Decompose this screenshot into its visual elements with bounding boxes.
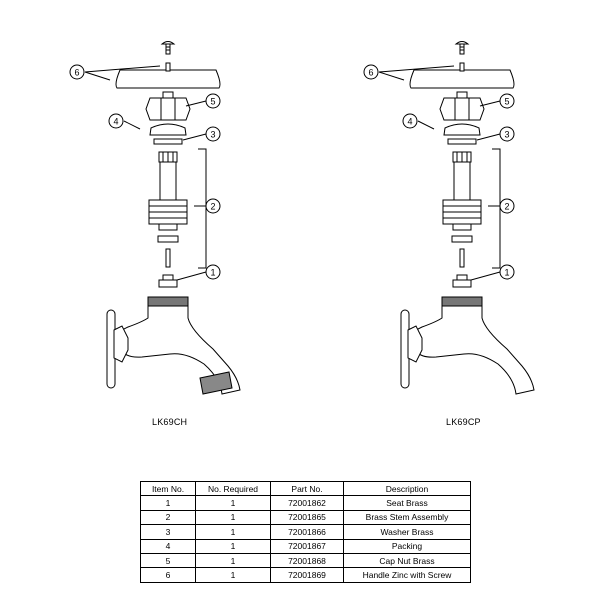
callout-1-left: 1 xyxy=(205,264,221,280)
callout-3-right: 3 xyxy=(499,126,515,142)
qty-cell: 1 xyxy=(195,509,271,526)
model-label-right: LK69CP xyxy=(446,417,481,427)
svg-text:5: 5 xyxy=(504,97,509,107)
svg-text:6: 6 xyxy=(74,68,79,78)
qty-cell: 1 xyxy=(195,495,271,511)
table-row: 3 1 72001866 Washer Brass xyxy=(140,524,471,540)
item-no-cell: 6 xyxy=(140,567,196,583)
item-no-cell: 1 xyxy=(140,495,196,511)
table-row: 2 1 72001865 Brass Stem Assembly xyxy=(140,509,471,526)
qty-cell: 1 xyxy=(195,524,271,540)
callout-4-left: 4 xyxy=(108,113,124,129)
callout-5-left: 5 xyxy=(205,93,221,109)
header-item-no: Item No. xyxy=(140,480,196,497)
callout-4-right: 4 xyxy=(402,113,418,129)
part-no-cell: 72001865 xyxy=(270,509,344,526)
callout-6-left: 6 xyxy=(69,64,85,80)
svg-text:6: 6 xyxy=(368,68,373,78)
callout-1-right: 1 xyxy=(499,264,515,280)
svg-text:5: 5 xyxy=(210,97,215,107)
svg-text:1: 1 xyxy=(504,268,509,278)
hose-thread-spout xyxy=(199,371,233,395)
table-row: 4 1 72001867 Packing xyxy=(140,538,471,554)
svg-text:3: 3 xyxy=(210,130,215,140)
svg-text:2: 2 xyxy=(504,202,509,212)
qty-cell: 1 xyxy=(195,567,271,583)
item-no-cell: 5 xyxy=(140,552,196,569)
table-row: 1 1 72001862 Seat Brass xyxy=(140,495,471,511)
callout-3-left: 3 xyxy=(205,126,221,142)
part-no-cell: 72001869 xyxy=(270,567,344,583)
callout-leaders xyxy=(84,65,501,281)
qty-cell: 1 xyxy=(195,538,271,554)
part-no-cell: 72001868 xyxy=(270,552,344,569)
header-no-required: No. Required xyxy=(195,480,271,497)
assembly-lk69cp xyxy=(400,41,535,395)
description-cell: Cap Nut Brass xyxy=(343,552,471,569)
item-no-cell: 4 xyxy=(140,538,196,554)
parts-table-header: Item No. No. Required Part No. Descripti… xyxy=(140,480,471,497)
svg-text:3: 3 xyxy=(504,130,509,140)
svg-text:1: 1 xyxy=(210,268,215,278)
item-no-cell: 3 xyxy=(140,524,196,540)
callout-5-right: 5 xyxy=(499,93,515,109)
qty-cell: 1 xyxy=(195,552,271,569)
assembly-lk69ch xyxy=(106,41,241,395)
callout-6-right: 6 xyxy=(363,64,379,80)
parts-table: Item No. No. Required Part No. Descripti… xyxy=(140,480,471,583)
svg-text:4: 4 xyxy=(407,117,412,127)
header-description: Description xyxy=(343,480,471,497)
table-row: 6 1 72001869 Handle Zinc with Screw xyxy=(140,567,471,583)
header-part-no: Part No. xyxy=(270,480,344,497)
svg-text:4: 4 xyxy=(113,117,118,127)
part-no-cell: 72001866 xyxy=(270,524,344,540)
svg-text:2: 2 xyxy=(210,202,215,212)
description-cell: Brass Stem Assembly xyxy=(343,509,471,526)
description-cell: Packing xyxy=(343,538,471,554)
description-cell: Handle Zinc with Screw xyxy=(343,567,471,583)
description-cell: Seat Brass xyxy=(343,495,471,511)
description-cell: Washer Brass xyxy=(343,524,471,540)
model-label-left: LK69CH xyxy=(152,417,188,427)
part-no-cell: 72001867 xyxy=(270,538,344,554)
part-no-cell: 72001862 xyxy=(270,495,344,511)
item-no-cell: 2 xyxy=(140,509,196,526)
callout-2-left: 2 xyxy=(205,198,221,214)
callout-2-right: 2 xyxy=(499,198,515,214)
table-row: 5 1 72001868 Cap Nut Brass xyxy=(140,552,471,569)
